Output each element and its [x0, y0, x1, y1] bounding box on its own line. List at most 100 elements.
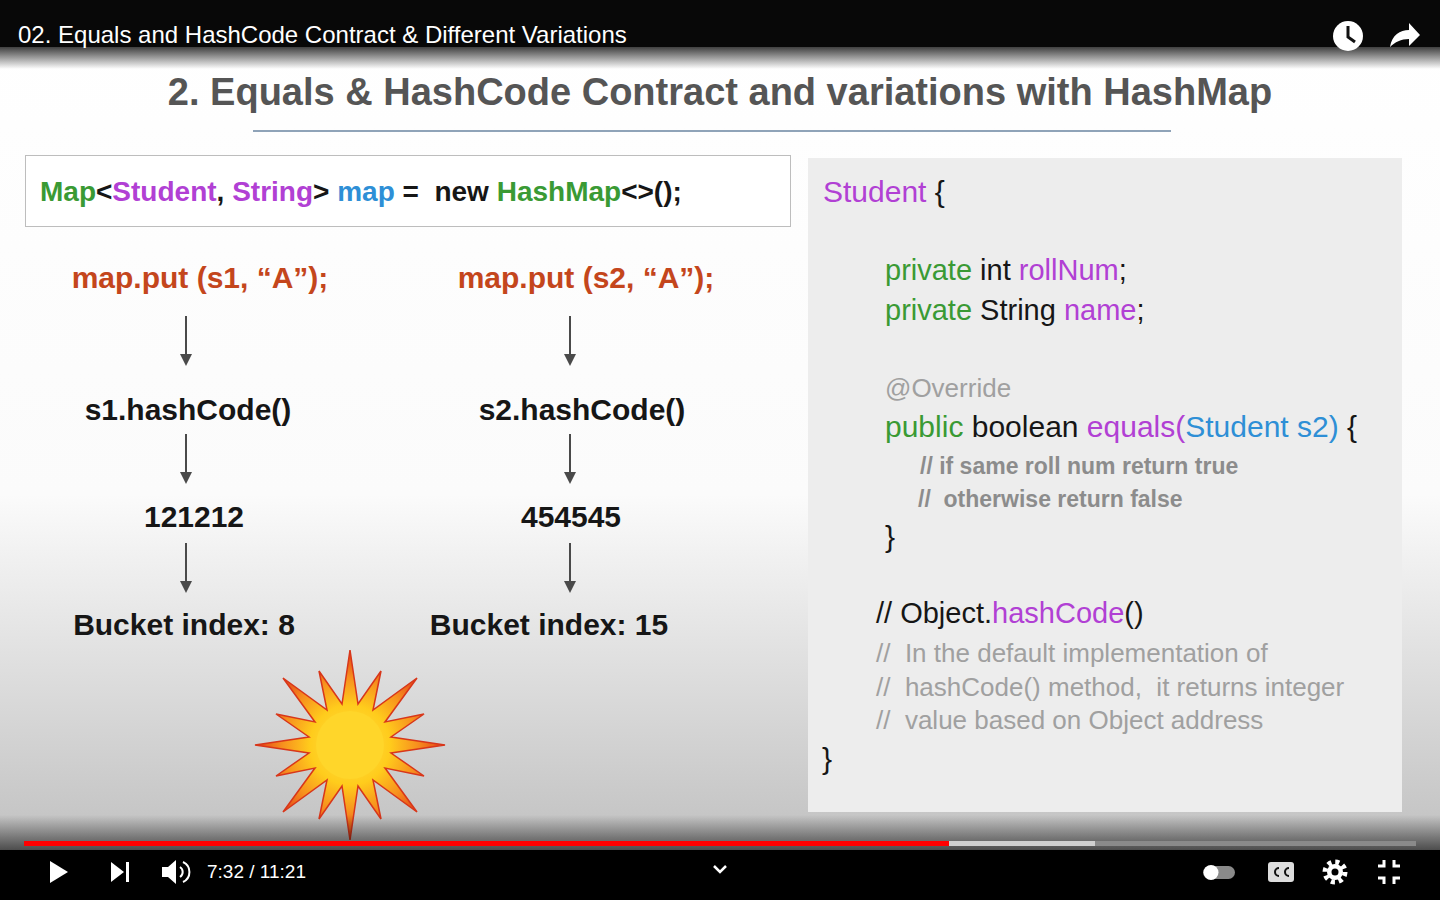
code-token: // Object. [876, 597, 992, 629]
collision-burst [255, 650, 445, 840]
code-token: Student [823, 175, 926, 208]
hash-value: 454545 [521, 499, 621, 535]
code-token: map [337, 176, 395, 207]
code-line: // if same roll num return true [920, 453, 1238, 481]
code-token: <>(); [621, 176, 682, 207]
label-wrap: map.put (s2, “A”); [458, 260, 715, 296]
flow-arrow-line [185, 543, 187, 583]
code-token: ; [1136, 294, 1144, 326]
next-icon [111, 862, 124, 882]
player-bar [0, 850, 1440, 900]
player-shade [0, 815, 1440, 850]
code-token: } [822, 742, 832, 775]
code-line: // hashCode() method, it returns integer [876, 672, 1344, 703]
code-token: equals( [1087, 410, 1185, 443]
code-token: boolean [963, 410, 1086, 443]
flow-arrow-line [569, 316, 571, 356]
code-token: Student [112, 176, 216, 207]
progress-buffered [24, 841, 1095, 846]
video-title: 02. Equals and HashCode Contract & Diffe… [18, 21, 627, 50]
next-icon-bar [126, 862, 129, 882]
code-token: () [1124, 597, 1143, 629]
flow-arrow-head [180, 354, 192, 366]
code-token: private [885, 254, 972, 286]
code-token: HashMap [497, 176, 621, 207]
watch-later-icon [1333, 21, 1363, 51]
settings-icon [1327, 864, 1343, 880]
label-wrap: s2.hashCode() [479, 392, 686, 428]
flow-arrow-line [569, 543, 571, 583]
bucket-index: Bucket index: 15 [430, 607, 668, 643]
code-token: Student s2) [1185, 410, 1338, 443]
code-token: // value based on Object address [876, 705, 1263, 735]
bucket-index: Bucket index: 8 [73, 607, 295, 643]
label-wrap: 454545 [521, 499, 621, 535]
code-line: } [885, 519, 895, 555]
code-token: name [1064, 294, 1137, 326]
title-bar-shade [0, 47, 1440, 69]
flow-arrow-line [569, 434, 571, 474]
code-line: private String name; [885, 293, 1145, 328]
settings-hole [1332, 869, 1339, 876]
share-icon [1390, 23, 1420, 47]
volume-icon [162, 860, 176, 884]
flow-arrow-line [185, 434, 187, 474]
fullscreen-icon [1378, 860, 1400, 884]
code-box: Map<Student, String> map = new HashMap<>… [25, 155, 791, 227]
volume-waves [180, 862, 189, 882]
code-token: Map [40, 176, 96, 207]
code-token: { [926, 175, 944, 208]
code-line: // Object.hashCode() [876, 596, 1144, 631]
hashcode-call: s1.hashCode() [85, 392, 292, 428]
title-wrap: 2. Equals & HashCode Contract and variat… [168, 70, 1272, 116]
code-token: < [96, 176, 112, 207]
code-line: } [822, 741, 832, 777]
captions-icon [1268, 862, 1294, 882]
put-call: map.put (s1, “A”); [72, 260, 329, 296]
captions-glyphs [1275, 868, 1289, 876]
code-token: rollNum [1019, 254, 1119, 286]
code-token: , [217, 176, 233, 207]
code-line: // value based on Object address [876, 705, 1263, 736]
code-line: // In the default implementation of [876, 638, 1268, 669]
code-token: String [972, 294, 1064, 326]
code-token: // if same roll num return true [920, 453, 1238, 479]
code-token: hashCode [992, 597, 1124, 629]
label-wrap: s1.hashCode() [85, 392, 292, 428]
settings-teeth [1325, 862, 1345, 882]
code-token: int [972, 254, 1019, 286]
flow-arrow-head [180, 472, 192, 484]
code-panel: Student {private int rollNum;private Str… [808, 158, 1402, 812]
code-token: private [885, 294, 972, 326]
code-line: @Override [885, 373, 1011, 404]
code-token: > [313, 176, 337, 207]
label-wrap: Bucket index: 8 [73, 607, 295, 643]
chevron-icon [714, 866, 726, 872]
code-token: { [1339, 410, 1357, 443]
code-token: String [232, 176, 313, 207]
label-wrap: map.put (s1, “A”); [72, 260, 329, 296]
label-wrap: 02. Equals and HashCode Contract & Diffe… [18, 21, 627, 50]
code-token: = new [395, 176, 497, 207]
code-token: @Override [885, 373, 1011, 403]
code-line: private int rollNum; [885, 253, 1127, 288]
flow-arrow-head [180, 581, 192, 593]
label-wrap: 121212 [144, 499, 244, 535]
progress-track [24, 841, 1416, 846]
play-icon [50, 861, 68, 883]
code-token: // In the default implementation of [876, 638, 1268, 668]
code-line: // otherwise return false [918, 486, 1183, 514]
slide-title: 2. Equals & HashCode Contract and variat… [168, 70, 1272, 116]
code-token: // otherwise return false [918, 486, 1183, 512]
autoplay-toggle [1203, 866, 1235, 879]
hash-value: 121212 [144, 499, 244, 535]
code-token: public [885, 410, 963, 443]
put-call: map.put (s2, “A”); [458, 260, 715, 296]
code-token: } [885, 520, 895, 553]
code-token: ; [1119, 254, 1127, 286]
label-wrap: Bucket index: 15 [430, 607, 668, 643]
time-display: 7:32 / 11:21 [207, 861, 306, 884]
label-wrap: 7:32 / 11:21 [207, 861, 306, 884]
